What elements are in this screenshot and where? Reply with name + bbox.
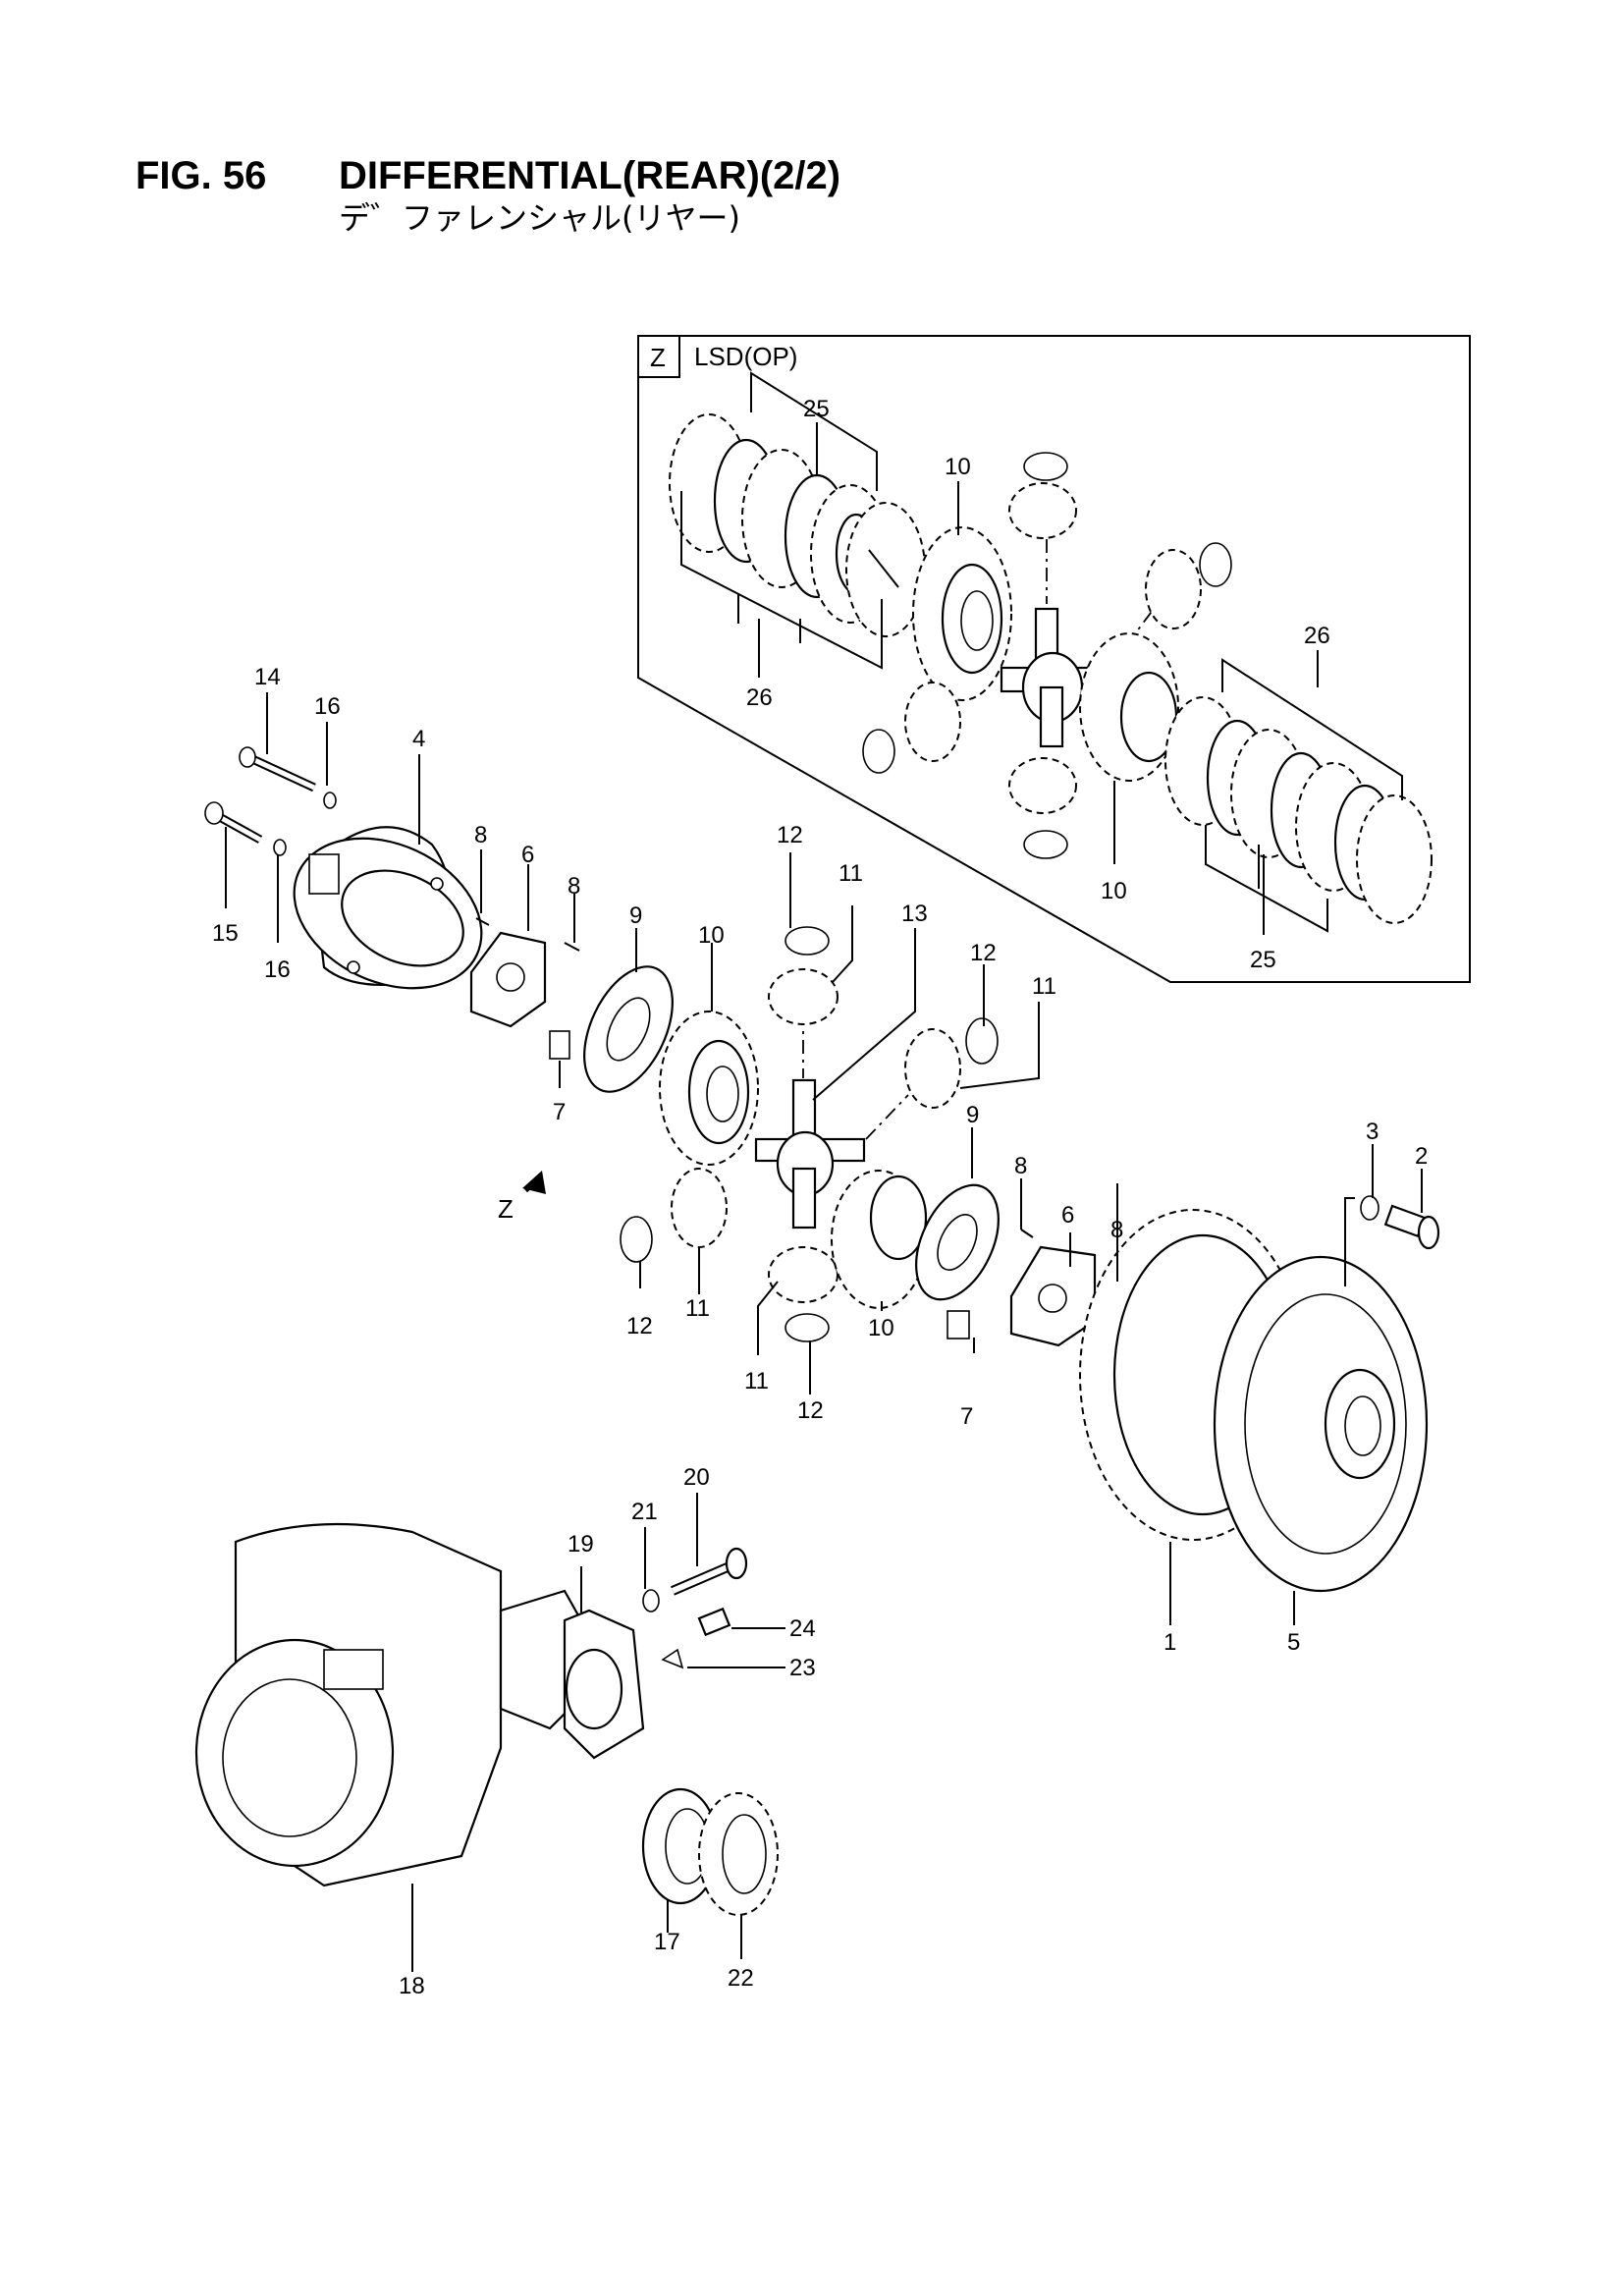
- callout-11-right: 11: [1032, 973, 1056, 1000]
- callout-numbers: 25 10 26 26 10 25 14 16 4 15 16 8 6 8 7 …: [212, 396, 1428, 1999]
- figure-title: DIFFERENTIAL(REAR)(2/2): [339, 154, 840, 197]
- callout-3: 3: [1366, 1119, 1379, 1145]
- inset-title: LSD(OP): [694, 342, 797, 371]
- callout-11-left: 11: [685, 1295, 710, 1322]
- lsd-pinion-gears: [862, 452, 1232, 859]
- callout-6-upper: 6: [521, 842, 534, 868]
- callout-23: 23: [789, 1655, 816, 1681]
- lsd-bracket-lines-left: [680, 371, 883, 670]
- bearing-adjuster: [698, 1792, 779, 1916]
- thrust-washer-lower: [915, 1183, 1000, 1301]
- lsd-clutch-pack-right: [1164, 696, 1433, 924]
- thrust-block-lower: [947, 1229, 1125, 1347]
- callout-12-bottom: 12: [797, 1397, 824, 1424]
- callout-8-upper-right: 8: [568, 873, 580, 900]
- side-gear-lower: [831, 1170, 928, 1309]
- callout-19: 19: [568, 1531, 594, 1558]
- callout-16-top: 16: [314, 693, 341, 720]
- view-direction-marker: Z: [498, 1171, 546, 1224]
- pinion-cross: [754, 1011, 909, 1230]
- lsd-inset-frame: Z LSD(OP): [637, 335, 1471, 983]
- leader-lines: [225, 422, 1423, 1972]
- callout-9-upper: 9: [629, 902, 642, 929]
- pinion-gears: [620, 926, 999, 1342]
- callout-25-inset-top: 25: [803, 396, 830, 422]
- callout-4: 4: [412, 726, 425, 752]
- lsd-side-gear-left: [912, 526, 1012, 701]
- figure-number: FIG. 56: [135, 154, 266, 197]
- callout-21: 21: [631, 1499, 658, 1525]
- callout-1: 1: [1163, 1629, 1176, 1656]
- differential-case: [1213, 1255, 1429, 1593]
- callout-10-inset-bottom: 10: [1101, 878, 1127, 904]
- callout-26-inset-left: 26: [746, 684, 773, 711]
- side-gear-upper: [659, 1011, 759, 1166]
- callout-18: 18: [399, 1973, 425, 1999]
- callout-10-lower: 10: [868, 1315, 894, 1341]
- lsd-side-gear-right: [1079, 632, 1179, 782]
- thrust-washer-upper: [583, 965, 674, 1093]
- callout-20: 20: [683, 1464, 710, 1491]
- callout-11-bottom: 11: [744, 1368, 769, 1394]
- callout-12-top: 12: [777, 822, 803, 848]
- callout-24: 24: [789, 1615, 816, 1642]
- bearing-cap: [563, 1609, 645, 1760]
- figure-title-japanese: デ゛ファレンシャル(リヤー): [339, 199, 740, 237]
- callout-2: 2: [1415, 1143, 1428, 1170]
- case-bolts: [204, 746, 337, 856]
- ring-gear-bolt: [1360, 1195, 1440, 1250]
- callout-11-top: 11: [839, 860, 863, 887]
- callout-13: 13: [901, 901, 928, 927]
- callout-22: 22: [728, 1965, 754, 1992]
- callout-10-upper: 10: [698, 922, 725, 949]
- callout-8-lower-right: 8: [1110, 1217, 1123, 1243]
- lsd-clutch-pack-left: [669, 413, 926, 637]
- inset-tag: Z: [650, 343, 666, 372]
- callout-12-right: 12: [970, 940, 997, 966]
- callout-9-lower: 9: [966, 1102, 979, 1128]
- callout-26-inset-right: 26: [1304, 623, 1330, 649]
- callout-14: 14: [254, 664, 281, 690]
- callout-7-lower: 7: [960, 1403, 973, 1430]
- callout-12-left: 12: [626, 1313, 653, 1339]
- callout-6-lower: 6: [1061, 1202, 1074, 1229]
- axle-housing: [194, 1522, 611, 1887]
- callout-7-upper: 7: [553, 1099, 566, 1125]
- callout-16-bottom: 16: [264, 957, 291, 983]
- callout-17: 17: [654, 1929, 680, 1955]
- callout-15: 15: [212, 920, 239, 947]
- callout-25-inset-bottom: 25: [1250, 947, 1276, 973]
- callout-5: 5: [1287, 1629, 1300, 1656]
- callout-8-upper-left: 8: [474, 822, 487, 848]
- callout-8-lower-left: 8: [1014, 1153, 1027, 1179]
- bearing-cap-bolts: [642, 1547, 748, 1669]
- thrust-block-upper: [469, 917, 580, 1060]
- callout-10-inset-top: 10: [945, 454, 971, 480]
- lsd-bracket-lines-right: [1205, 658, 1403, 933]
- differential-case-half: [293, 826, 483, 990]
- lsd-pinion-cross: [1000, 511, 1155, 748]
- view-marker-label: Z: [498, 1194, 514, 1224]
